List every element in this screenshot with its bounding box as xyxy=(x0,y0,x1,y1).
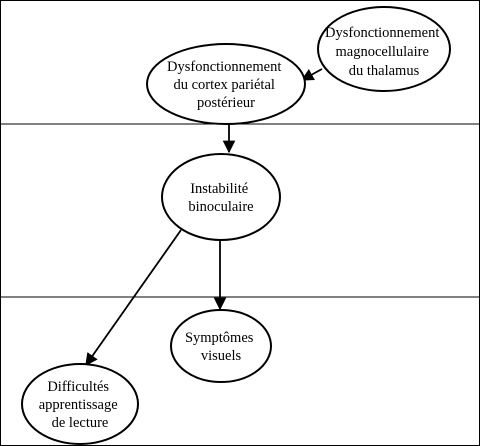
node-symptomes-label: Symptômes visuels xyxy=(185,330,257,364)
node-cortex: Dysfonctionnement du cortex pariétal pos… xyxy=(146,43,306,125)
node-instabilite-label: Instabilité binoculaire xyxy=(188,181,253,215)
node-symptomes: Symptômes visuels xyxy=(170,309,272,383)
edge-thalamus-to-cortex xyxy=(300,68,323,81)
edge-instabilite-to-difficultes xyxy=(85,229,182,367)
node-difficultes: Difficultés apprentissage de lecture xyxy=(21,363,139,445)
node-cortex-label: Dysfonctionnement du cortex pariétal pos… xyxy=(167,59,285,111)
node-instabilite: Instabilité binoculaire xyxy=(161,153,281,241)
node-difficultes-label: Difficultés apprentissage de lecture xyxy=(39,379,122,431)
node-thalamus: Dysfonctionnement magnocellulaire du tha… xyxy=(317,6,451,92)
node-thalamus-label: Dysfonctionnement magnocellulaire du tha… xyxy=(325,25,443,79)
